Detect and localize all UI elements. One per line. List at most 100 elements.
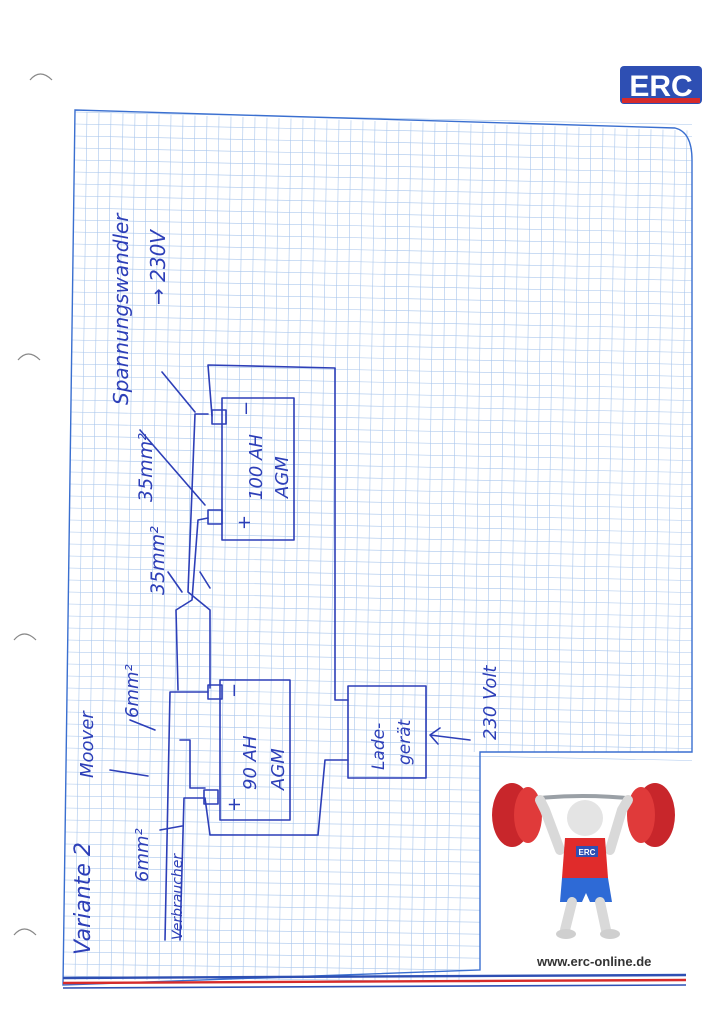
grid-line (65, 771, 481, 779)
grid-line (134, 114, 148, 981)
wiring-diagram (109, 364, 471, 941)
grid-line (326, 119, 340, 981)
wire-parallel-minus (187, 413, 211, 689)
grid-line (533, 126, 544, 753)
grid-line (66, 747, 693, 761)
grid-line (338, 120, 352, 981)
cable-6-label-a: 6mm² (122, 664, 143, 718)
grid-line (314, 119, 328, 981)
grid-line (71, 363, 693, 377)
grid-line (653, 129, 664, 753)
grid-line (110, 113, 124, 981)
battery-100ah-line1: 100 AH (246, 434, 267, 500)
grid-line (68, 603, 693, 617)
wire-charger-plus (204, 759, 349, 836)
cable-35-label-a: 35mm² (135, 433, 157, 502)
grid-line (68, 579, 693, 593)
grid-line (70, 423, 693, 437)
grid-line (70, 411, 693, 425)
battery-100ah (221, 397, 295, 541)
mains-label: 230 Volt (480, 665, 501, 740)
grid-line (302, 119, 316, 981)
grid-line (74, 147, 693, 161)
grid-line (72, 291, 693, 305)
grid-line (72, 315, 693, 329)
wire-mover (179, 739, 206, 789)
grid-line (67, 651, 693, 665)
grid-line (70, 447, 693, 461)
battery-100ah-line2: AGM (272, 456, 293, 499)
battery-90ah-minus: − (224, 683, 245, 698)
grid-line (290, 118, 304, 981)
grid-line (629, 128, 640, 753)
cable-tick (159, 825, 183, 831)
battery-90ah (219, 679, 291, 821)
grid-line (473, 124, 484, 753)
grid-line (74, 111, 693, 125)
grid-line (67, 627, 693, 641)
grid-line (65, 759, 481, 767)
charger-line1: Lade- (369, 723, 389, 770)
grid-line (677, 130, 688, 753)
grid-line (206, 116, 220, 981)
grid-line (69, 519, 693, 533)
charger-box (347, 685, 427, 779)
charger-line2: gerät (395, 718, 415, 765)
grid-line (218, 116, 232, 981)
erc-logo: ERC (620, 66, 702, 104)
grid-line (73, 243, 693, 257)
cable-tick (109, 769, 149, 777)
grid-line (71, 351, 693, 365)
grid-line (485, 124, 496, 753)
grid-line (170, 115, 184, 981)
battery-100ah-terminal-minus (211, 409, 227, 425)
svg-text:ERC: ERC (629, 70, 692, 103)
grid-line (63, 927, 481, 935)
diagram-labels: Variante 2 Spannungswandler → 230V 100 A… (71, 212, 501, 955)
grid-line (72, 303, 693, 317)
grid-line (71, 387, 693, 401)
grid-line (71, 339, 693, 353)
converter-output: → 230V (146, 229, 170, 305)
grid-line (65, 819, 481, 827)
grid-line (70, 399, 693, 413)
wire-minus-loop (207, 364, 349, 701)
footer-url[interactable]: www.erc-online.de (536, 954, 651, 969)
grid-line (68, 543, 693, 557)
mains-arrow (429, 727, 471, 745)
grid-line (66, 699, 693, 713)
grid-line (69, 471, 693, 485)
grid-line (63, 939, 481, 947)
wire-consumer-a (179, 797, 205, 941)
grid-line (557, 126, 568, 753)
grid-line (69, 507, 693, 521)
battery-90ah-line1: 90 AH (240, 735, 261, 790)
svg-text:ERC: ERC (579, 848, 596, 857)
battery-90ah-plus: + (224, 797, 245, 812)
grid-line (63, 963, 481, 971)
cable-tick (199, 571, 211, 589)
grid-line (641, 129, 652, 753)
grid-line (74, 135, 693, 149)
grid-line (98, 113, 112, 981)
cable-6-label-b: 6mm² (132, 828, 153, 882)
grid-line (278, 118, 292, 981)
grid-line (63, 951, 481, 959)
grid-line (66, 723, 693, 737)
grid-line (68, 567, 693, 581)
grid-line (71, 375, 693, 389)
battery-90ah-line2: AGM (268, 748, 289, 791)
footer-stripes (62, 973, 687, 989)
battery-100ah-terminal-plus (207, 509, 223, 525)
grid-line (68, 591, 693, 605)
grid-line (74, 159, 693, 173)
consumer-label: Verbraucher (170, 853, 186, 940)
grid-line (66, 735, 693, 749)
grid-line (69, 495, 693, 509)
cable-tick (129, 719, 156, 731)
grid-line (521, 125, 532, 753)
grid-line (266, 118, 280, 981)
grid-line (254, 117, 268, 981)
grid-line (72, 279, 693, 293)
grid-paper (62, 111, 693, 983)
